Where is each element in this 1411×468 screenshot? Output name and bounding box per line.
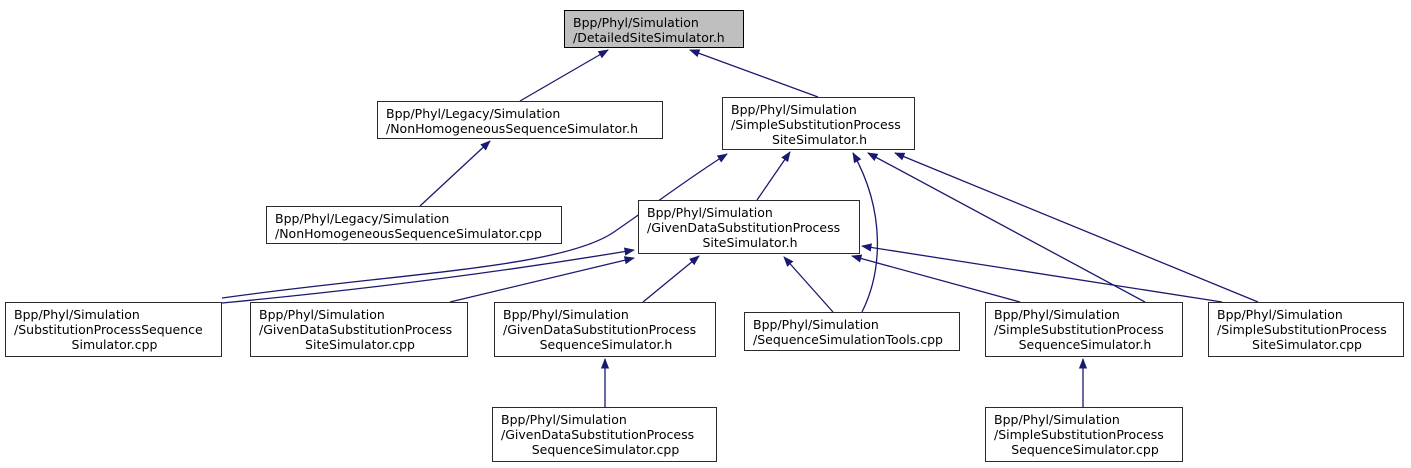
node-label-line: Bpp/Phyl/Simulation <box>501 412 627 427</box>
node-label-line: /SubstitutionProcessSequence <box>14 322 203 337</box>
edge-givendatasiteh-to-simplesiteh <box>756 151 791 201</box>
node-label-line: /NonHomogeneousSequenceSimulator.h <box>386 121 639 136</box>
node-label-line: Bpp/Phyl/Simulation <box>647 205 773 220</box>
node-label-line: Bpp/Phyl/Simulation <box>994 412 1120 427</box>
node-simple-substitution-process-sequence-simulator-cpp[interactable]: Bpp/Phyl/Simulation /SimpleSubstitutionP… <box>985 407 1183 462</box>
node-label-line: Bpp/Phyl/Simulation <box>994 307 1120 322</box>
edge-seqsimtools-cpp-to-givendatasiteh <box>783 256 834 313</box>
node-label-line: SiteSimulator.h <box>702 235 798 250</box>
node-label-line: /DetailedSiteSimulator.h <box>573 30 725 45</box>
node-simple-substitution-process-site-simulator-cpp[interactable]: Bpp/Phyl/Simulation /SimpleSubstitutionP… <box>1208 302 1404 357</box>
node-label-line: /GivenDataSubstitutionProcess <box>259 322 453 337</box>
node-label-line: /NonHomogeneousSequenceSimulator.cpp <box>275 226 542 241</box>
node-detailed-site-simulator-h[interactable]: Bpp/Phyl/Simulation /DetailedSiteSimulat… <box>564 10 744 48</box>
node-label-line: Bpp/Phyl/Simulation <box>731 102 857 117</box>
edge-simpleseqh-to-simplesiteh <box>867 152 1146 303</box>
node-simple-substitution-process-sequence-simulator-h[interactable]: Bpp/Phyl/Simulation /SimpleSubstitutionP… <box>985 302 1183 357</box>
node-given-data-substitution-process-site-simulator-cpp[interactable]: Bpp/Phyl/Simulation /GivenDataSubstituti… <box>250 302 468 357</box>
node-label-line: Bpp/Phyl/Simulation <box>14 307 140 322</box>
node-label-line: Bpp/Phyl/Simulation <box>1217 307 1343 322</box>
edge-nonhomog-h-to-detailed-h <box>519 49 609 102</box>
edge-simplesite-cpp-to-simplesiteh <box>894 152 1259 303</box>
node-label-line: SequenceSimulator.cpp <box>1011 442 1159 457</box>
node-label-line: SiteSimulator.h <box>771 132 868 147</box>
edge-subprocseq-cpp-to-givendatasiteh <box>221 247 635 304</box>
edge-givendataseqh-to-givendatasiteh <box>642 255 700 303</box>
node-label-line: /SimpleSubstitutionProcess <box>1217 322 1387 337</box>
node-label-line: /GivenDataSubstitutionProcess <box>501 427 695 442</box>
node-sequence-simulation-tools-cpp[interactable]: Bpp/Phyl/Simulation /SequenceSimulationT… <box>744 312 960 351</box>
node-label-line: /SimpleSubstitutionProcess <box>994 322 1164 337</box>
node-label-line: SiteSimulator.cpp <box>1252 337 1362 352</box>
edge-simplesiteh-to-detailed-h <box>689 49 819 98</box>
edge-simpleseqh-to-givendatasiteh <box>851 254 1021 303</box>
edge-nonhomog-cpp-to-nonhomog-h <box>419 140 491 207</box>
edge-seqsimtools-cpp-to-simplesiteh <box>852 152 879 313</box>
node-simple-substitution-process-site-simulator-h[interactable]: Bpp/Phyl/Simulation /SimpleSubstitutionP… <box>722 97 915 150</box>
node-nonhomogeneous-sequence-simulator-h[interactable]: Bpp/Phyl/Legacy/Simulation /NonHomogeneo… <box>377 101 663 139</box>
node-label-line: SequenceSimulator.cpp <box>531 442 680 457</box>
node-label-line: SequenceSimulator.h <box>539 337 673 352</box>
node-nonhomogeneous-sequence-simulator-cpp[interactable]: Bpp/Phyl/Legacy/Simulation /NonHomogeneo… <box>266 206 562 244</box>
node-given-data-substitution-process-site-simulator-h[interactable]: Bpp/Phyl/Simulation /GivenDataSubstituti… <box>638 200 860 254</box>
node-label-line: Bpp/Phyl/Simulation <box>259 307 385 322</box>
node-label-line: SiteSimulator.cpp <box>305 337 415 352</box>
node-label-line: Bpp/Phyl/Legacy/Simulation <box>386 106 561 121</box>
edge-simplesite-cpp-to-givendatasiteh <box>861 243 1223 303</box>
node-label-line: /SequenceSimulationTools.cpp <box>753 332 943 347</box>
node-label-line: /GivenDataSubstitutionProcess <box>503 322 697 337</box>
node-label-line: /GivenDataSubstitutionProcess <box>647 220 841 235</box>
node-label-line: /SimpleSubstitutionProcess <box>994 427 1164 442</box>
node-given-data-substitution-process-sequence-simulator-h[interactable]: Bpp/Phyl/Simulation /GivenDataSubstituti… <box>494 302 716 357</box>
node-given-data-substitution-process-sequence-simulator-cpp[interactable]: Bpp/Phyl/Simulation /GivenDataSubstituti… <box>492 407 717 462</box>
node-label-line: Bpp/Phyl/Simulation <box>503 307 629 322</box>
node-label-line: /SimpleSubstitutionProcess <box>731 117 901 132</box>
node-label-line: Bpp/Phyl/Simulation <box>753 317 879 332</box>
node-label-line: SequenceSimulator.h <box>1018 337 1152 352</box>
node-label-line: Bpp/Phyl/Simulation <box>573 15 699 30</box>
node-label-line: Bpp/Phyl/Legacy/Simulation <box>275 211 450 226</box>
node-substitution-process-sequence-simulator-cpp[interactable]: Bpp/Phyl/Simulation /SubstitutionProcess… <box>5 302 222 357</box>
node-label-line: Simulator.cpp <box>71 337 158 352</box>
edge-givendatasite-cpp-to-givendatasiteh <box>449 256 635 303</box>
edge-subprocseq-cpp-to-simplesiteh <box>221 153 728 299</box>
